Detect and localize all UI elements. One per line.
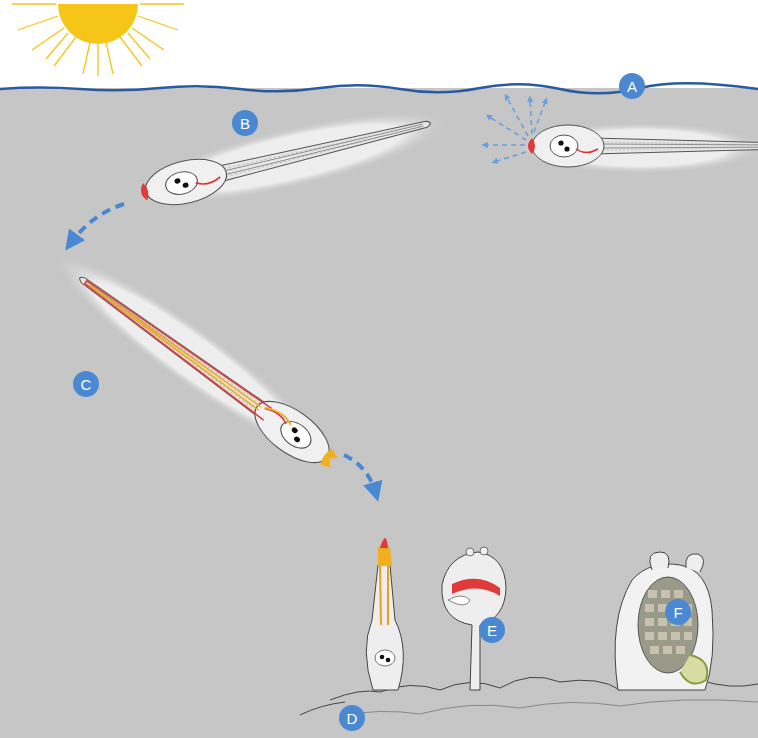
stage-letter: C [81, 377, 92, 392]
stage-label-circle: B [232, 110, 258, 136]
stage-letter: A [627, 79, 637, 94]
stage-label-circle: E [479, 617, 505, 643]
stage-letter: B [240, 116, 250, 131]
stage-label-circle: D [339, 705, 365, 731]
stage-label-circle: F [665, 599, 691, 625]
stage-label-circle: A [619, 73, 645, 99]
stage-label-circle: C [73, 371, 99, 397]
stage-letter: E [487, 623, 497, 638]
stage-letter: D [347, 711, 358, 726]
stage-letter: F [673, 605, 682, 620]
